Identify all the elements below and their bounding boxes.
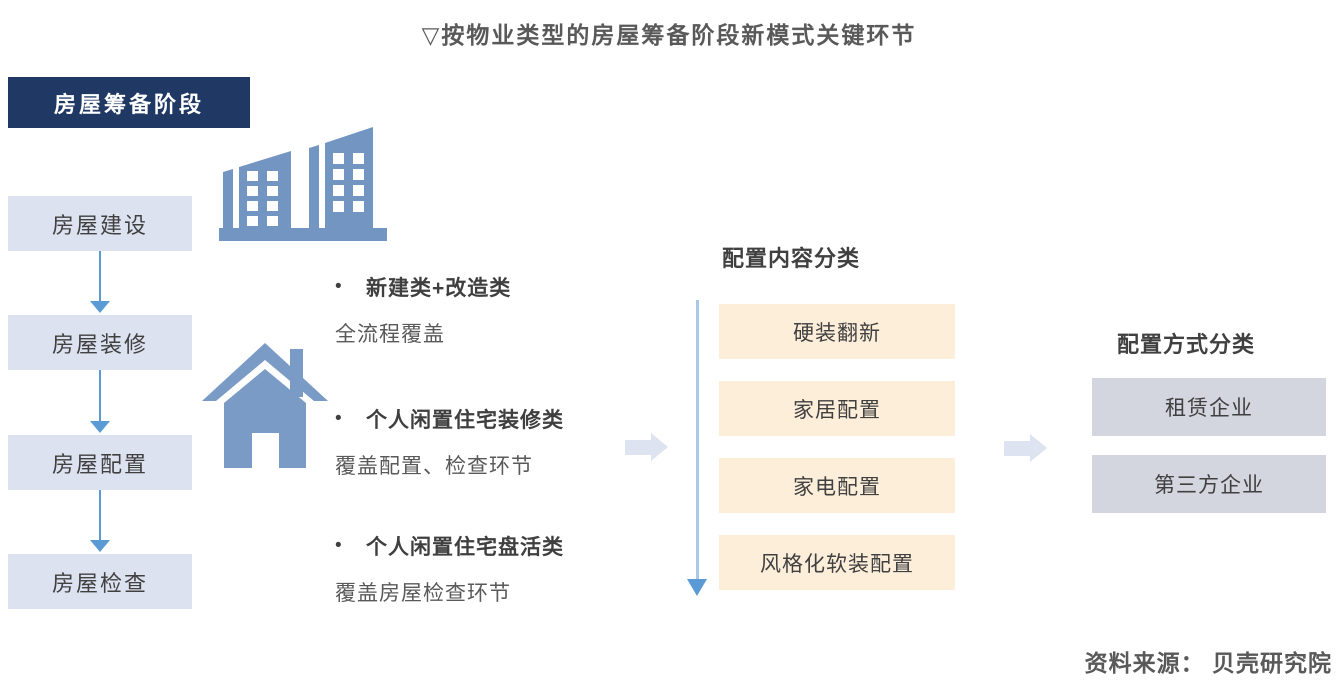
house-icon-svg — [202, 343, 328, 468]
arrow-head — [651, 433, 668, 461]
down-arrow-icon — [90, 251, 110, 313]
feature-desc: 覆盖房屋检查环节 — [335, 582, 511, 605]
arrow-line — [99, 251, 101, 302]
feature-title-row: • 新建类+改造类 — [335, 272, 665, 302]
feature-new-build: • 新建类+改造类 全流程覆盖 — [335, 272, 665, 348]
buildings-icon — [207, 111, 387, 254]
down-arrow-icon — [90, 370, 110, 433]
feature-title: 新建类+改造类 — [366, 277, 512, 300]
feature-idle-renovation: • 个人闲置住宅装修类 覆盖配置、检查环节 — [335, 404, 665, 480]
arrow-line — [99, 490, 101, 541]
arrow-head — [90, 540, 110, 552]
arrow-head — [687, 579, 707, 596]
arrow-shaft — [1004, 441, 1030, 456]
method-column-header: 配置方式分类 — [1117, 332, 1256, 357]
feature-desc: 覆盖配置、检查环节 — [335, 455, 533, 478]
source-note: 资料来源： 贝壳研究院 — [1084, 650, 1332, 676]
bullet-icon: • — [335, 535, 342, 556]
feature-title-row: • 个人闲置住宅盘活类 — [335, 531, 665, 561]
stage-box-renovation: 房屋装修 — [8, 315, 192, 370]
stage-box-construction: 房屋建设 — [8, 196, 192, 251]
stage-box-configuration: 房屋配置 — [8, 435, 192, 490]
content-box-hard-renovation: 硬装翻新 — [719, 304, 955, 359]
right-block-arrow-icon — [1004, 434, 1047, 463]
content-box-appliances: 家电配置 — [719, 458, 955, 513]
diagram-title: ▽按物业类型的房屋筹备阶段新模式关键环节 — [421, 22, 917, 48]
down-arrow-icon — [90, 490, 110, 552]
method-box-third-party: 第三方企业 — [1092, 455, 1326, 513]
arrow-head — [1030, 434, 1047, 462]
content-box-soft-styling: 风格化软装配置 — [719, 535, 955, 590]
right-block-arrow-icon — [625, 433, 668, 462]
arrow-head — [90, 421, 110, 433]
arrow-line — [696, 300, 699, 580]
house-icon — [202, 337, 328, 468]
arrow-head — [90, 301, 110, 313]
stage-column-header: 房屋筹备阶段 — [8, 77, 250, 128]
content-box-furniture: 家居配置 — [719, 381, 955, 436]
bullet-icon: • — [335, 276, 342, 297]
feature-title-row: • 个人闲置住宅装修类 — [335, 404, 665, 434]
method-box-leasing-enterprise: 租赁企业 — [1092, 378, 1326, 436]
buildings-icon-svg — [219, 127, 387, 241]
feature-idle-activation: • 个人闲置住宅盘活类 覆盖房屋检查环节 — [335, 531, 665, 607]
arrow-line — [99, 370, 101, 422]
feature-title: 个人闲置住宅装修类 — [366, 409, 564, 432]
bullet-icon: • — [335, 408, 342, 429]
arrow-shaft — [625, 440, 651, 455]
stage-box-inspection: 房屋检查 — [8, 554, 192, 609]
down-guide-arrow-icon — [687, 300, 708, 596]
feature-desc: 全流程覆盖 — [335, 323, 445, 346]
feature-title: 个人闲置住宅盘活类 — [366, 536, 564, 559]
content-column-header: 配置内容分类 — [722, 246, 861, 271]
